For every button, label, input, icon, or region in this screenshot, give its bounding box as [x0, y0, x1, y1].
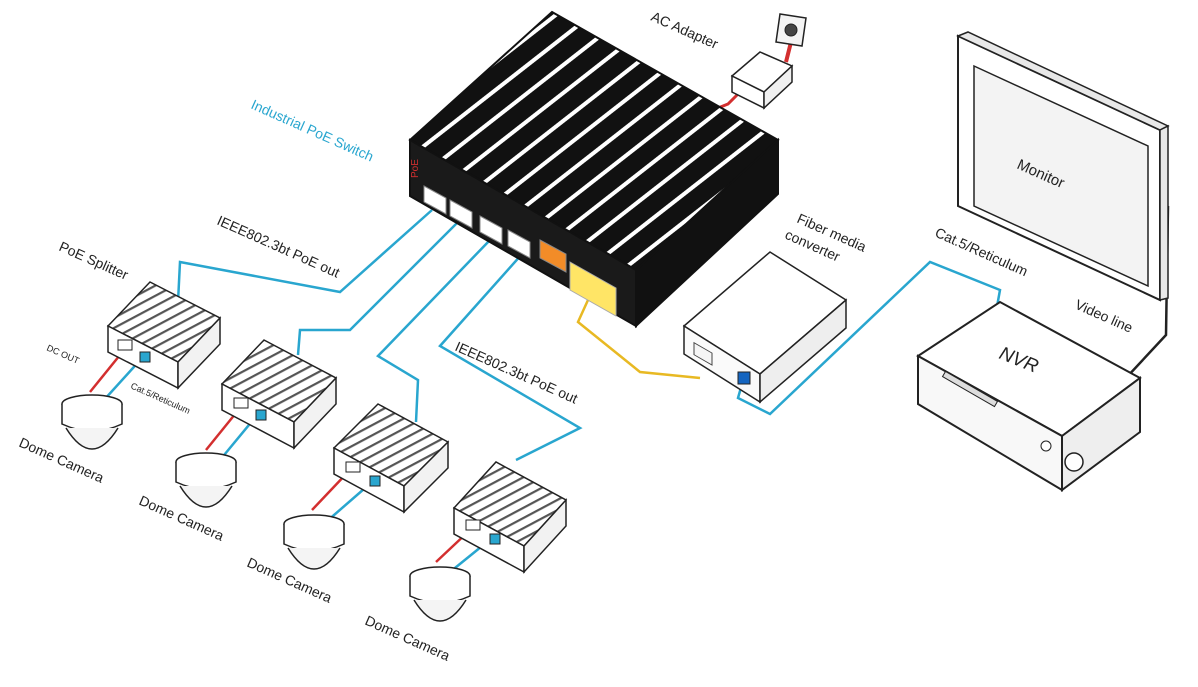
converter-rj45-port [693, 341, 713, 366]
switch-ports [423, 185, 617, 317]
industrial-poe-switch: PoE [408, 10, 780, 329]
ethernet-cable-nvr [736, 260, 1002, 416]
wall-socket [775, 13, 807, 47]
poe-splitter-2 [220, 339, 338, 450]
ac-adapter-label: AC Adapter [649, 8, 721, 52]
dome-camera-2 [175, 452, 237, 508]
nvr: NVR [916, 300, 1142, 492]
poe-splitter-label: PoE Splitter [57, 238, 131, 283]
ethernet-cable-splitter-2 [296, 221, 459, 356]
poe-out-label-2: IEEE802.3bt PoE out [453, 338, 580, 406]
poe-splitter-4 [452, 461, 568, 574]
dome-camera-1 [61, 394, 123, 450]
fiber-media-converter [682, 251, 848, 404]
switch-side [635, 137, 779, 329]
poe-splitter-3 [332, 403, 450, 514]
ethernet-cable-splitter-1 [176, 209, 433, 303]
nvr-button [1040, 440, 1052, 452]
nvr-drive-slot [941, 370, 999, 408]
monitor: Monitor [956, 31, 1170, 302]
poe-badge: PoE [410, 159, 421, 178]
sfp-port [569, 261, 617, 317]
power-cable-switch [717, 90, 742, 110]
nvr-knob [1064, 452, 1084, 472]
fiber-cable [576, 299, 701, 380]
poe-out-label-1: IEEE802.3bt PoE out [215, 212, 342, 280]
dome-camera-3 [283, 514, 345, 570]
converter-fiber-port [737, 371, 751, 385]
ac-adapter [730, 51, 794, 110]
video-line-label: Video line [1073, 296, 1136, 336]
ethernet-cable-splitter-4 [438, 253, 583, 462]
dome-camera-4 [409, 566, 471, 622]
ethernet-cable-splitter-3 [376, 239, 491, 423]
switch-label: Industrial PoE Switch [249, 96, 376, 164]
status-panel [539, 239, 567, 273]
cat5-small-label: Cat.5/Reticulum [129, 381, 192, 416]
poe-splitter-1 [106, 281, 222, 390]
dc-out-label: DC OUT [45, 343, 81, 366]
